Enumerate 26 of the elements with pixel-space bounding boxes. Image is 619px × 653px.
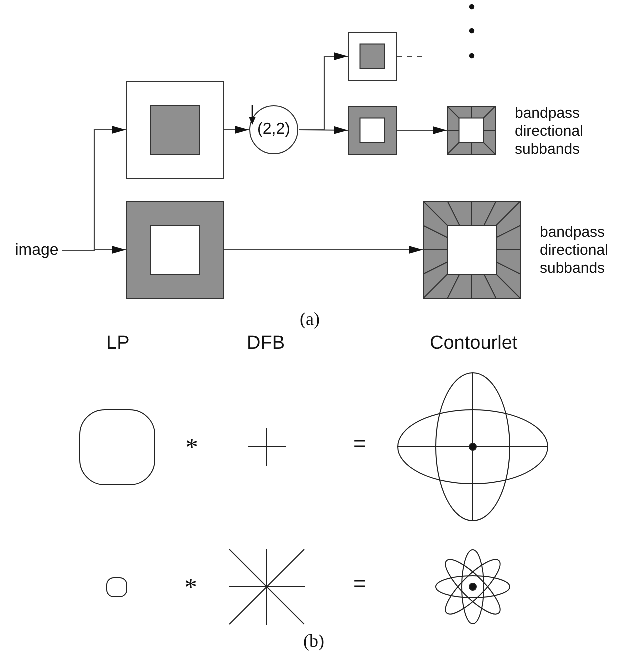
equals-sign: =: [354, 572, 366, 596]
downsampler-circle: [249, 105, 299, 155]
factor-label: (2,2): [258, 121, 290, 139]
lowpass-square: [126, 81, 224, 179]
arrow: [224, 246, 423, 254]
equals-sign: =: [354, 432, 366, 456]
arrow: [397, 126, 447, 134]
column-heading: Contourlet: [430, 334, 518, 355]
arrow: [224, 126, 249, 134]
input-label: image: [15, 242, 59, 260]
directional-subband-square: [423, 201, 521, 299]
arrow: [299, 126, 348, 134]
panel-label: (a): [300, 310, 320, 330]
caption-text: bandpass directional subbands: [515, 105, 584, 159]
bandpass-square: [348, 106, 397, 155]
caption-text: bandpass directional subbands: [540, 224, 610, 278]
arrow: [62, 246, 126, 254]
convolution-sign: *: [186, 434, 198, 463]
column-heading: DFB: [247, 334, 285, 355]
dashed-line: [397, 56, 423, 58]
convolution-sign: *: [184, 574, 198, 603]
lowpass-square: [348, 32, 397, 81]
panel-label: (b): [304, 632, 324, 652]
bandpass-square: [126, 201, 224, 299]
column-heading: LP: [106, 334, 130, 355]
directional-subband-square: [447, 106, 496, 155]
